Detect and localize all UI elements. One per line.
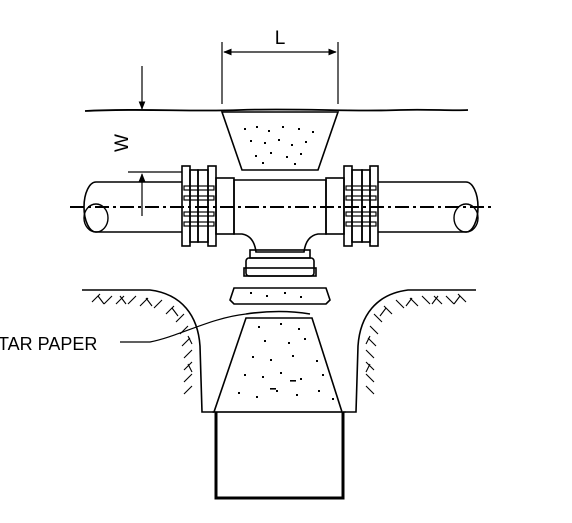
- valve-box: [212, 411, 346, 500]
- dimension-w-label: W: [112, 134, 133, 152]
- bottom-cap: [243, 249, 317, 277]
- ground-surface-line: [84, 108, 469, 112]
- excavation-left: [82, 289, 214, 413]
- dimension-w: W: [112, 66, 182, 216]
- excavation-right: [343, 289, 476, 413]
- tar-paper-label: TAR PAPER: [0, 334, 97, 354]
- upper-concrete-block: [220, 111, 340, 171]
- left-pipe: [83, 181, 182, 233]
- concrete-pad: [229, 287, 331, 305]
- dimension-l: L: [221, 28, 339, 104]
- tar-paper-leader: [120, 313, 247, 343]
- dimension-l-label: L: [275, 28, 286, 49]
- tar-paper-layer: [245, 310, 311, 315]
- tee-fitting: [233, 179, 327, 253]
- lower-concrete-block: [212, 317, 344, 413]
